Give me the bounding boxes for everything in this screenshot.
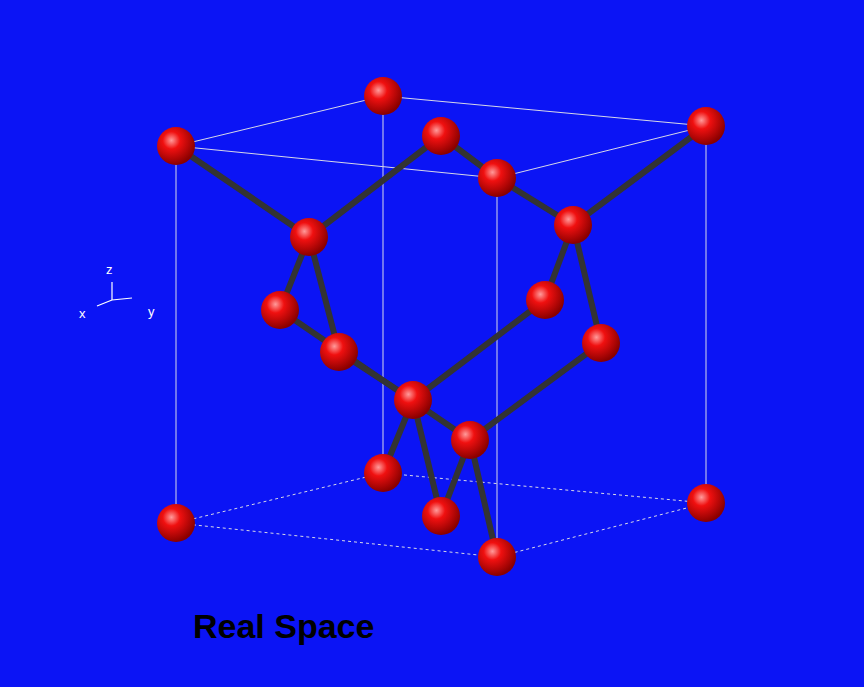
axis-z — [111, 282, 112, 300]
atom — [526, 281, 564, 319]
bonds — [176, 126, 706, 557]
atom — [261, 291, 299, 329]
caption-label: Real Space — [193, 607, 374, 646]
atom — [451, 421, 489, 459]
atom — [554, 206, 592, 244]
atom — [290, 218, 328, 256]
cube-edge — [176, 146, 177, 523]
cube-bottom — [176, 473, 706, 557]
axis-label: x — [79, 306, 86, 321]
axis-label: y — [148, 304, 155, 319]
atoms — [157, 77, 725, 576]
atom — [582, 324, 620, 362]
atom — [478, 159, 516, 197]
atom — [687, 107, 725, 145]
bond — [413, 300, 545, 400]
cube-edge — [383, 96, 384, 473]
atom — [422, 497, 460, 535]
axis-x — [97, 300, 112, 306]
atom — [422, 117, 460, 155]
atom — [364, 77, 402, 115]
bond — [176, 146, 309, 237]
cube-edge — [497, 178, 498, 557]
atom — [157, 504, 195, 542]
axis-y — [112, 298, 132, 300]
axis-triad — [97, 282, 132, 306]
atom — [157, 127, 195, 165]
atom — [364, 454, 402, 492]
cube-edge — [706, 126, 707, 503]
atom — [478, 538, 516, 576]
bond — [470, 343, 601, 440]
axis-label: z — [106, 262, 113, 277]
atom — [394, 381, 432, 419]
unit-cell — [176, 96, 706, 557]
cube-top — [176, 96, 706, 178]
bond — [309, 136, 441, 237]
atom — [687, 484, 725, 522]
bond — [573, 126, 706, 225]
atom — [320, 333, 358, 371]
